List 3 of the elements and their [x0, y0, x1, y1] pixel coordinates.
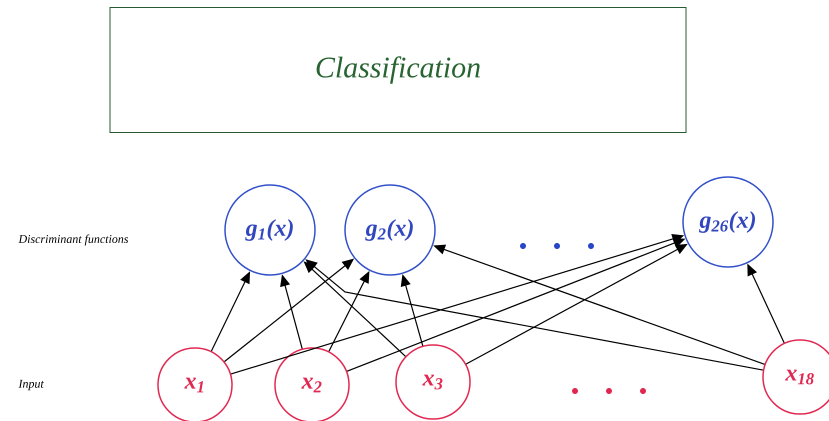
title-box: Classification	[110, 7, 686, 133]
row-label: Discriminant functions	[18, 234, 128, 246]
row-label: Input	[18, 380, 44, 390]
